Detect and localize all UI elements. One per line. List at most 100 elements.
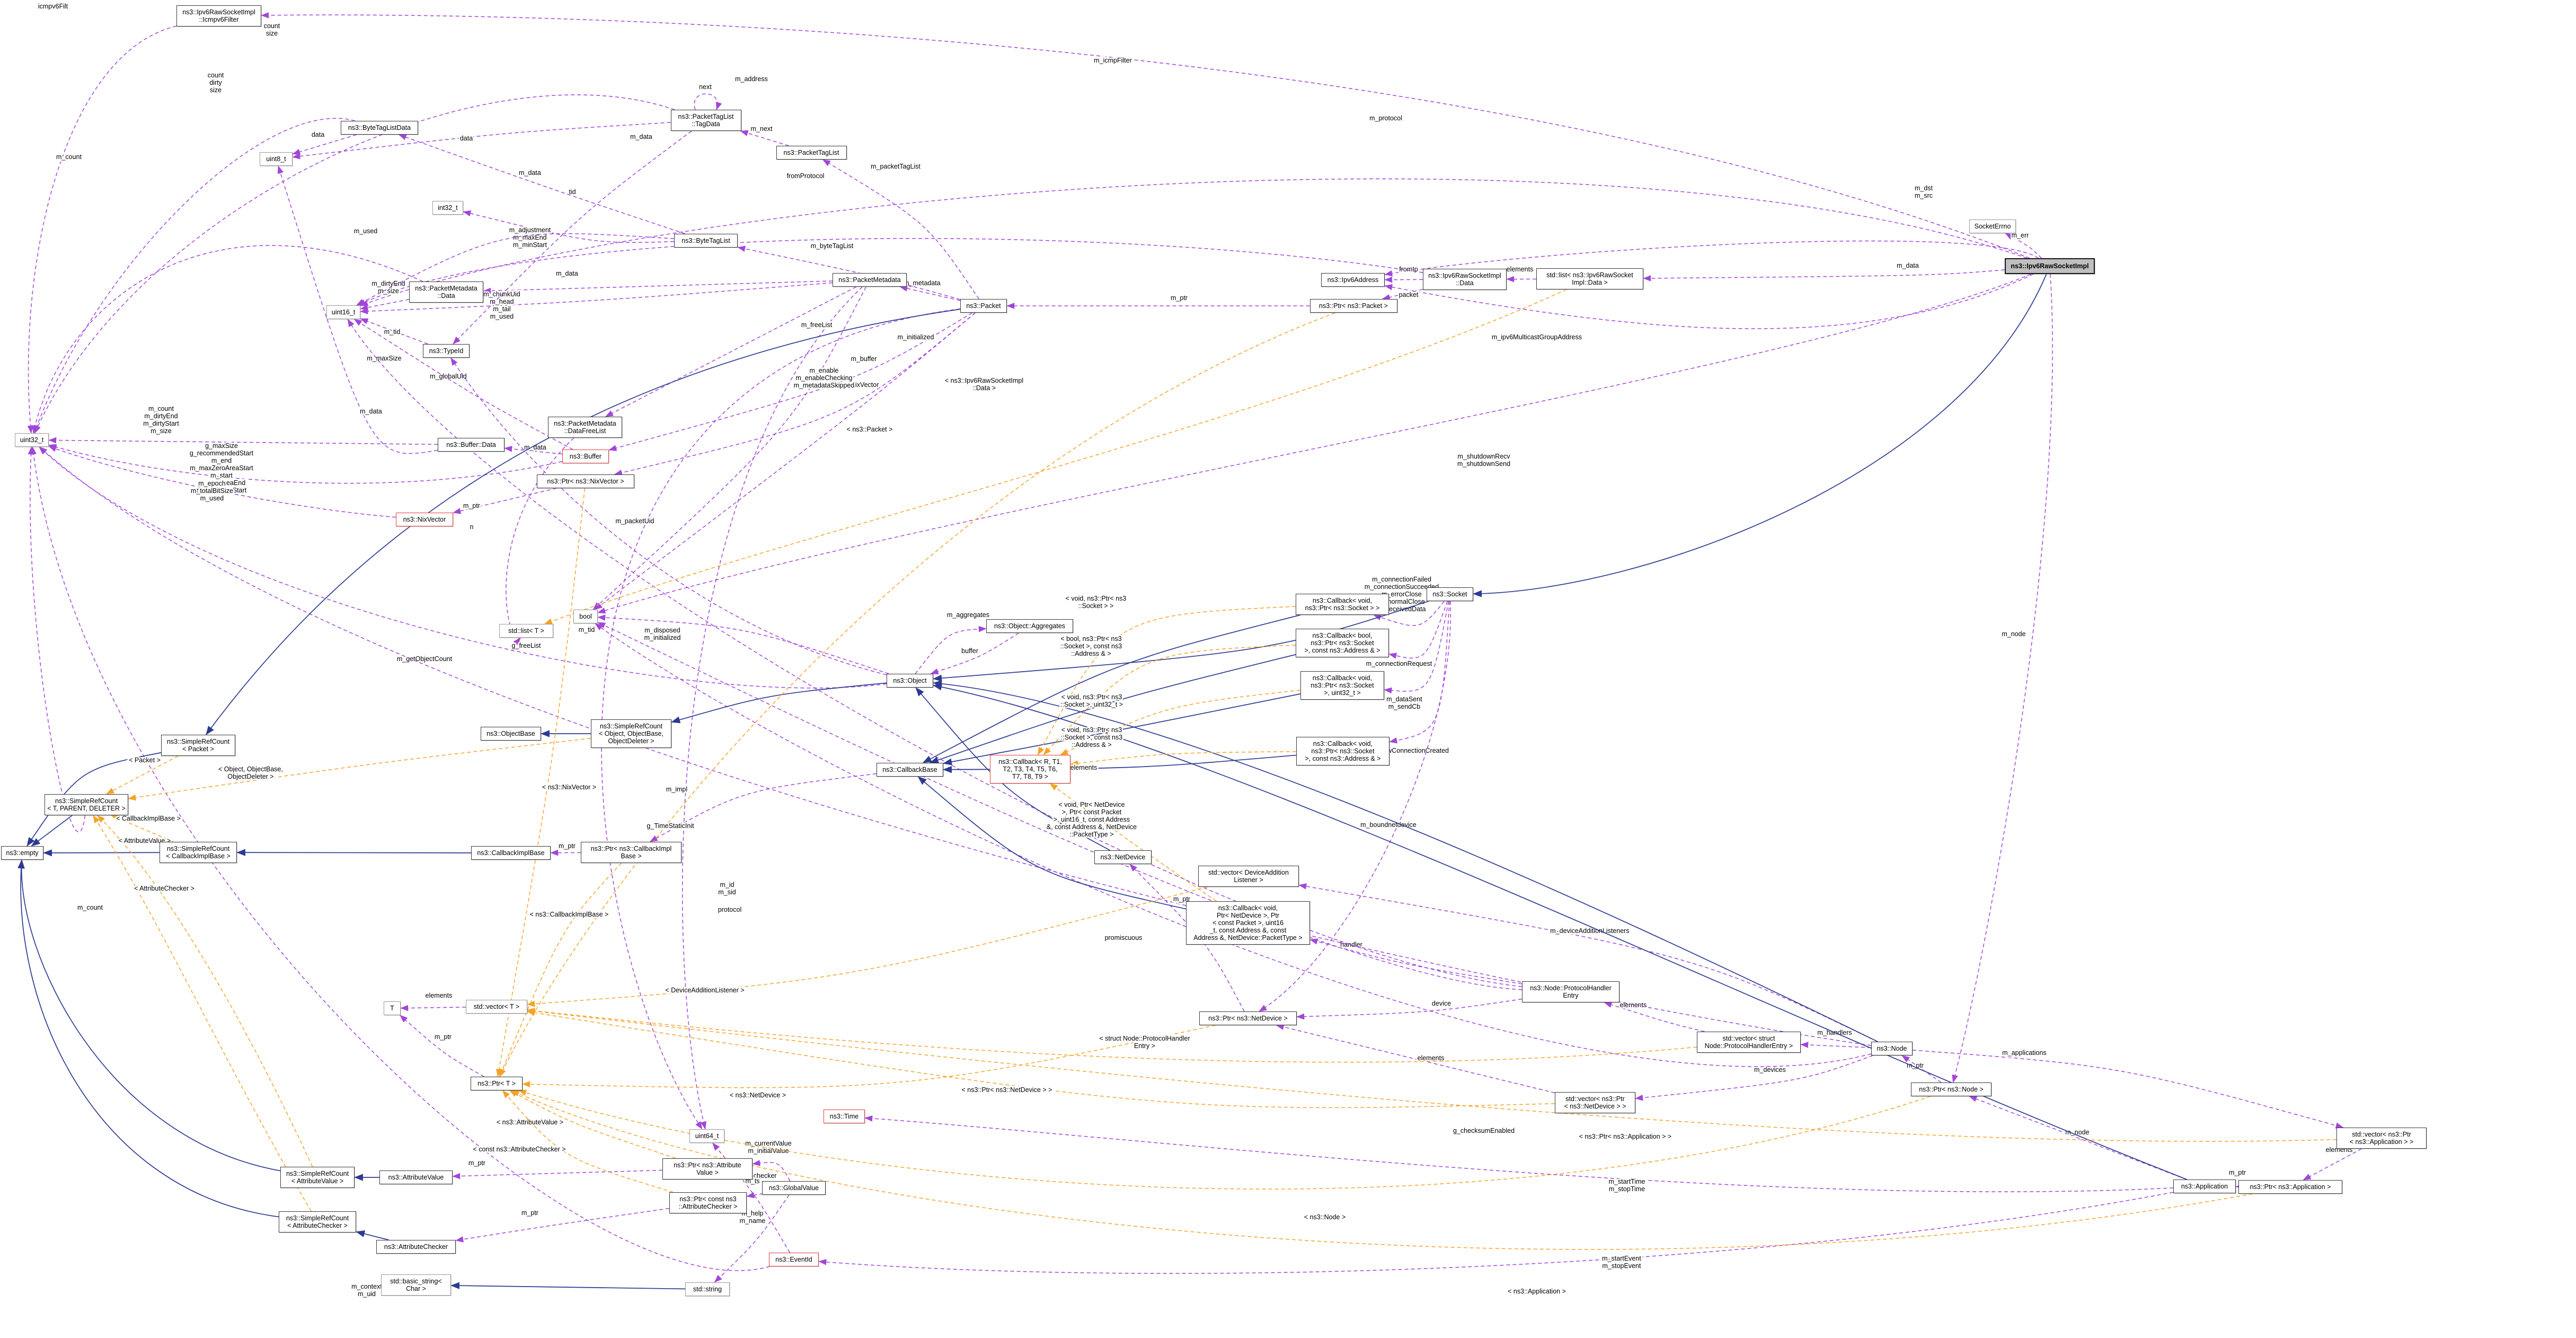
node-cib[interactable]: ns3::CallbackImplBase: [471, 846, 551, 860]
node-uint16[interactable]: uint16_t: [326, 305, 360, 319]
edge-callbackbase-ptrcib-m_impl: m_impl: [649, 773, 877, 842]
node-packetmetadata[interactable]: ns3::PacketMetadata: [833, 273, 907, 287]
node-vect[interactable]: std::vector< T >: [466, 1000, 527, 1014]
svg-text:m_ptr: m_ptr: [1171, 294, 1188, 302]
edge-srccib-empty: [43, 849, 160, 857]
node-main[interactable]: ns3::Ipv6RawSocketImpl: [2005, 258, 2095, 274]
node-label-line: ns3::Buffer: [569, 453, 602, 460]
node-ptrapp[interactable]: ns3::Ptr< ns3::Application >: [2238, 1180, 2342, 1194]
node-aggregates[interactable]: ns3::Object::Aggregates: [986, 619, 1073, 633]
edge-vecptrnd-ptrnd-elements: elements: [1276, 1024, 1555, 1094]
svg-text:m_icmpFilter: m_icmpFilter: [1094, 57, 1132, 64]
node-ptrpacket[interactable]: ns3::Ptr< ns3::Packet >: [1309, 299, 1397, 313]
node-ipv6address[interactable]: ns3::Ipv6Address: [1321, 273, 1385, 287]
node-icmpv6filter[interactable]: ns3::Ipv6RawSocketImpl::Icmpv6Filter: [176, 5, 261, 27]
node-ptrt[interactable]: ns3::Ptr< T >: [471, 1077, 523, 1090]
node-listt[interactable]: std::list< T >: [499, 624, 553, 638]
node-datafreelist[interactable]: ns3::PacketMetadata::DataFreeList: [548, 417, 622, 438]
node-cb4[interactable]: ns3::Callback< void,ns3::Ptr< ns3::Socke…: [1296, 737, 1389, 765]
node-srccib[interactable]: ns3::SimpleRefCount< CallbackImplBase >: [160, 842, 237, 863]
node-label-line: ::DataFreeList: [564, 427, 606, 435]
node-label-line: Node::ProtocolHandlerEntry >: [1704, 1042, 1793, 1050]
node-label-line: ns3::Ptr< ns3::CallbackImpl: [590, 845, 672, 852]
node-vecptrapp[interactable]: std::vector< ns3::Ptr< ns3::Application …: [2336, 1128, 2427, 1149]
node-ptrnode[interactable]: ns3::Ptr< ns3::Node >: [1911, 1082, 1991, 1096]
node-pmdata[interactable]: ns3::PacketMetadata::Data: [409, 281, 483, 303]
node-socket[interactable]: ns3::Socket: [1427, 587, 1473, 601]
node-basicstring[interactable]: std::basic_string<Char >: [381, 1274, 451, 1296]
node-t[interactable]: T: [384, 1001, 401, 1015]
node-ptrnd[interactable]: ns3::Ptr< ns3::NetDevice >: [1199, 1011, 1297, 1025]
node-srcav[interactable]: ns3::SimpleRefCount< AttributeValue >: [280, 1167, 355, 1188]
edge-socket-cb2-m_connectionRequest: m_connectionRequest: [1365, 601, 1448, 669]
node-bufferdata[interactable]: ns3::Buffer::Data: [438, 438, 504, 452]
node-label-line: < Packet >: [182, 745, 214, 753]
node-socketerrno[interactable]: SocketErrno: [1969, 219, 2016, 233]
node-srcac[interactable]: ns3::SimpleRefCount< AttributeChecker >: [279, 1211, 356, 1233]
node-typeid[interactable]: ns3::TypeId: [423, 344, 470, 358]
node-callbackbase[interactable]: ns3::CallbackBase: [877, 763, 943, 777]
node-globalvalue[interactable]: ns3::GlobalValue: [762, 1181, 826, 1195]
node-bool[interactable]: bool: [573, 610, 598, 623]
node-uint64[interactable]: uint64_t: [689, 1129, 724, 1143]
node-netdevice[interactable]: ns3::NetDevice: [1094, 850, 1152, 864]
node-label-line: ns3::SimpleRefCount: [55, 797, 118, 805]
node-label-line: Char >: [406, 1285, 426, 1292]
node-bytetaglist[interactable]: ns3::ByteTagList: [674, 234, 738, 248]
node-ptrnix[interactable]: ns3::Ptr< ns3::NixVector >: [537, 474, 634, 488]
node-time[interactable]: ns3::Time: [824, 1110, 865, 1123]
node-buffer[interactable]: ns3::Buffer: [562, 450, 609, 463]
svg-text:m_node: m_node: [2002, 630, 2025, 638]
node-int32[interactable]: int32_t: [432, 201, 463, 215]
node-label-line: ns3::Ptr< const ns3: [679, 1195, 737, 1203]
node-srctpd[interactable]: ns3::SimpleRefCount< T, PARENT, DELETER …: [45, 794, 128, 815]
node-uint8[interactable]: uint8_t: [260, 152, 293, 166]
node-packet[interactable]: ns3::Packet: [960, 299, 1007, 313]
node-application[interactable]: ns3::Application: [2173, 1179, 2236, 1193]
node-label-line: ns3::Buffer::Data: [446, 441, 496, 448]
node-callbackr[interactable]: ns3::Callback< R, T1,T2, T3, T4, T5, T6,…: [990, 755, 1070, 784]
node-srcooo[interactable]: ns3::SimpleRefCount< Object, ObjectBase,…: [591, 719, 671, 748]
node-rawdata[interactable]: ns3::Ipv6RawSocketImpl::Data: [1423, 269, 1507, 290]
node-packettaglist[interactable]: ns3::PacketTagList: [776, 146, 847, 160]
node-attrchecker[interactable]: ns3::AttributeChecker: [376, 1240, 456, 1254]
node-srcpacket[interactable]: ns3::SimpleRefCount< Packet >: [161, 735, 235, 756]
node-cb3[interactable]: ns3::Callback< void,ns3::Ptr< ns3::Socke…: [1300, 671, 1384, 700]
node-stdstring[interactable]: std::string: [685, 1282, 730, 1296]
node-node[interactable]: ns3::Node: [1871, 1042, 1913, 1055]
node-object[interactable]: ns3::Object: [887, 674, 933, 688]
node-vecptrnd[interactable]: std::vector< ns3::Ptr< ns3::NetDevice > …: [1555, 1092, 1635, 1113]
node-ptrac[interactable]: ns3::Ptr< const ns3::AttributeChecker >: [669, 1192, 747, 1213]
node-uint32[interactable]: uint32_t: [15, 433, 49, 447]
node-label-line: ns3::Node::ProtocolHandler: [1530, 984, 1612, 992]
node-label-line: ns3::CallbackImplBase: [477, 849, 545, 857]
node-nixvector[interactable]: ns3::NixVector: [396, 513, 453, 526]
node-tagdata[interactable]: ns3::PacketTagList::TagData: [670, 110, 741, 131]
node-label-line: ns3::empty: [6, 849, 39, 857]
node-cbnd[interactable]: ns3::Callback< void,Ptr< NetDevice >, Pt…: [1186, 901, 1310, 945]
node-empty[interactable]: ns3::empty: [1, 846, 43, 860]
svg-text:m_tid: m_tid: [384, 328, 401, 336]
node-bytetaglistdata[interactable]: ns3::ByteTagListData: [341, 121, 418, 135]
node-objectbase[interactable]: ns3::ObjectBase: [481, 727, 541, 741]
edge-srcpacket-srctpd-< Packet >: < Packet >: [106, 755, 179, 795]
node-cb1[interactable]: ns3::Callback< void,ns3::Ptr< ns3::Socke…: [1296, 594, 1389, 615]
node-attrvalue[interactable]: ns3::AttributeValue: [379, 1170, 453, 1184]
edge-packet-uint64-m_globalUid: m_globalUid: [429, 308, 961, 1130]
edge-ptrav-attrvalue-m_ptr: m_ptr: [452, 1158, 663, 1179]
svg-text:m_ptr: m_ptr: [1907, 1062, 1924, 1069]
svg-text:m_data: m_data: [360, 408, 382, 415]
node-eventid[interactable]: ns3::EventId: [769, 1253, 819, 1266]
node-cb2[interactable]: ns3::Callback< bool,ns3::Ptr< ns3::Socke…: [1296, 629, 1389, 657]
svg-text:data: data: [460, 135, 473, 142]
node-label-line: ns3::Object::Aggregates: [994, 622, 1066, 630]
